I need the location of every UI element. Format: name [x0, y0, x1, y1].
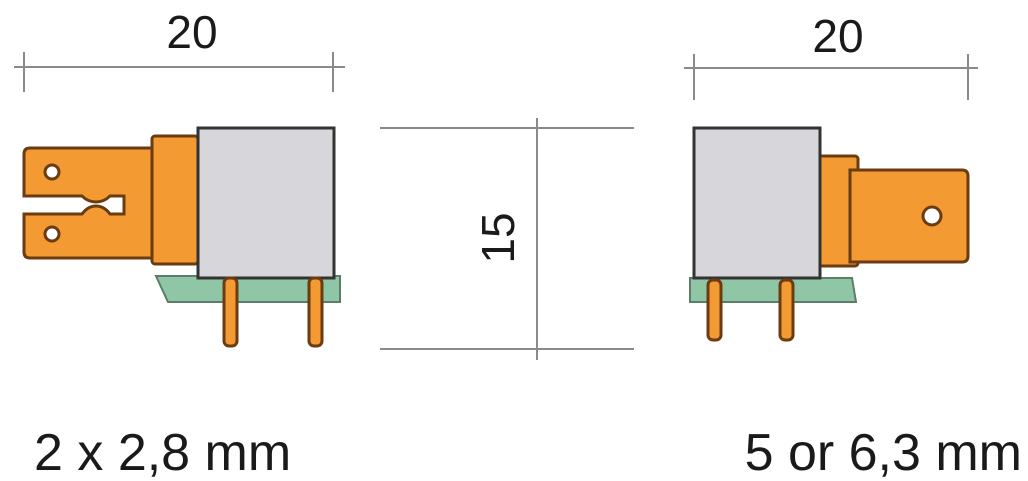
left-terminal-hole-top — [43, 163, 61, 181]
right-single-terminal — [848, 168, 970, 264]
left-pin-1 — [222, 276, 239, 348]
right-caption: 5 or 6,3 mm — [745, 424, 1022, 481]
right-width-dimension: 20 — [684, 10, 978, 100]
left-width-dimension: 20 — [14, 6, 345, 92]
right-pin-2 — [778, 278, 795, 342]
left-terminal-hole-bottom — [43, 225, 61, 243]
right-width-label: 20 — [812, 10, 863, 62]
height-dimension: 15 — [380, 118, 634, 360]
right-terminal-hole — [921, 205, 943, 227]
right-relay-body — [692, 126, 822, 280]
left-width-label: 20 — [166, 6, 217, 58]
left-double-terminal — [22, 146, 154, 260]
left-pin-2 — [307, 276, 324, 348]
left-caption: 2 x 2,8 mm — [34, 424, 291, 481]
left-relay — [22, 126, 341, 348]
height-label: 15 — [472, 212, 524, 263]
left-terminal-base — [150, 134, 200, 266]
right-relay — [689, 126, 970, 342]
left-relay-body — [196, 126, 336, 280]
right-pin-1 — [706, 278, 723, 342]
